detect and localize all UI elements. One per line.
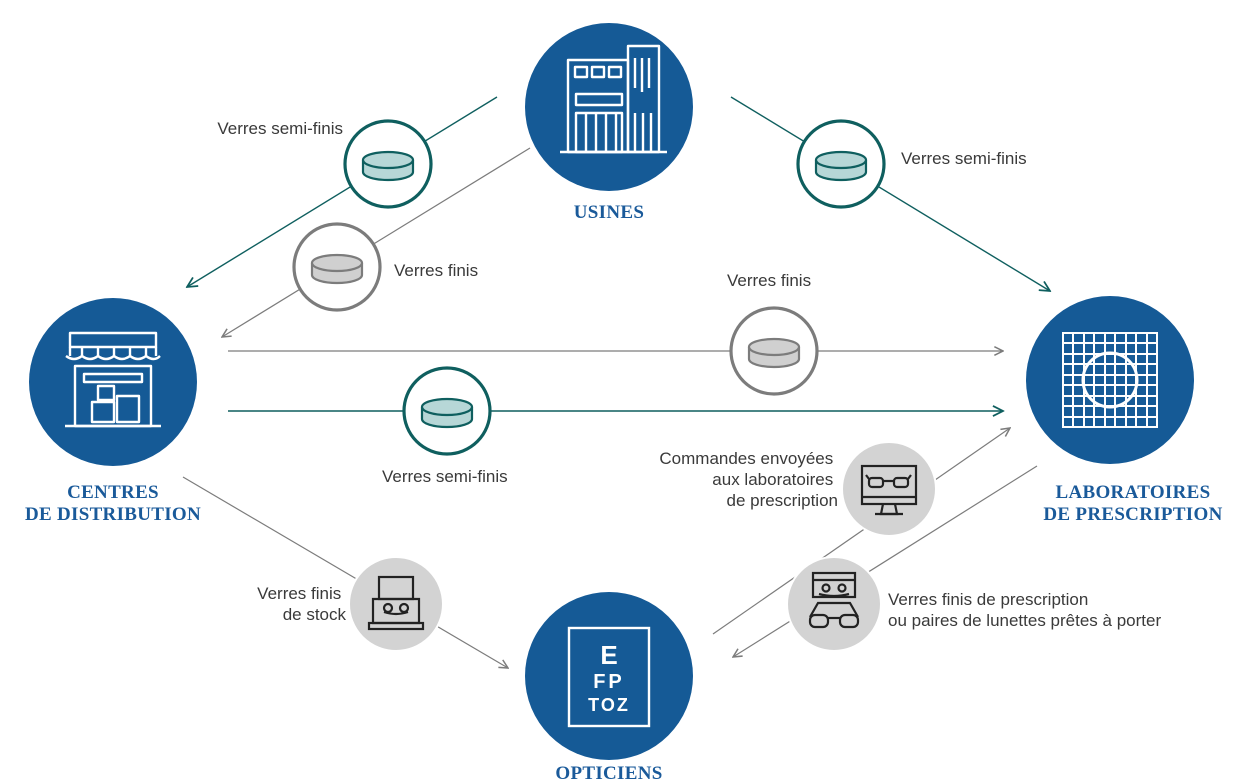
label-usines-labos-semi: Verres semi-finis [901,149,1027,168]
lens-badge-semi-finished [402,366,492,456]
stock-lens-tray-badge [348,556,444,652]
label-stock: Verres finis de stock [257,584,346,624]
node-opticiens: E FP TOZ [525,592,693,760]
factory-icon [560,44,667,154]
arrow-usines-to-labos-semi [730,96,1050,291]
arrow-labos-to-opticiens [733,465,1038,657]
node-title-opticiens: OPTICIENS [555,763,662,782]
node-title-usines: USINES [574,202,644,223]
label-prescription: Verres finis de prescription ou paires d… [888,590,1161,630]
lens-badge-semi-finished [343,119,433,209]
svg-text:FP: FP [593,671,625,693]
tray-and-glasses-icon [808,571,860,629]
node-labos [1026,296,1194,464]
arrow-usines-to-centres-semi [187,96,498,287]
label-usines-centres-semi: Verres semi-finis [217,119,343,138]
computer-glasses-icon [860,464,918,516]
lens-badge-finished [729,306,819,396]
label-commandes: Commandes envoyées aux laboratoires de p… [659,449,838,510]
lens-badge-semi-finished [796,119,886,209]
order-computer-badge [841,441,937,537]
arrow-opticiens-to-labos [712,428,1010,635]
arrow-usines-to-centres-finis [222,147,531,337]
prescription-glasses-badge [786,556,882,652]
label-centres-labos-finis: Verres finis [727,271,811,290]
label-usines-centres-finis: Verres finis [394,261,478,280]
eye-chart-icon: E FP TOZ [567,626,651,728]
lens-tray-icon [367,575,425,631]
node-usines [525,23,693,191]
svg-text:TOZ: TOZ [588,695,630,715]
arrow-centres-to-opticiens [182,476,508,668]
lens-grid-icon [1062,332,1158,428]
node-centres [29,298,197,466]
warehouse-icon [65,331,161,428]
lens-badge-finished [292,222,382,312]
label-centres-labos-semi: Verres semi-finis [382,467,508,486]
svg-text:E: E [600,640,617,670]
